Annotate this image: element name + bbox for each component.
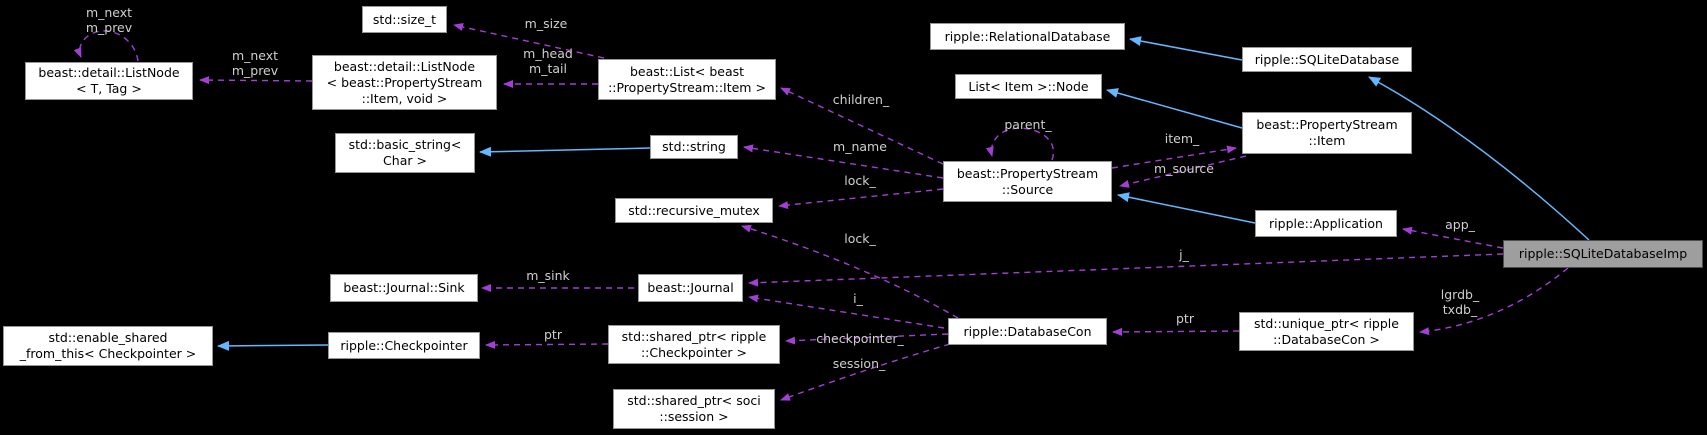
node-listnode-t-tag[interactable]: beast::detail::ListNode < T, Tag > — [25, 62, 193, 100]
edge-app — [1402, 226, 1504, 249]
node-list-item-node[interactable]: List< Item >::Node — [955, 74, 1102, 99]
edge-application-inherits — [1117, 192, 1256, 224]
edge-session — [780, 343, 951, 401]
node-databasecon[interactable]: ripple::DatabaseCon — [948, 318, 1107, 345]
edge-parent-self — [985, 127, 1055, 161]
edge-item-inherits — [1106, 88, 1243, 129]
edge-ptr-shared — [485, 340, 609, 349]
edge-imp-inherits — [1368, 76, 1590, 241]
node-property-stream-item[interactable]: beast::PropertyStream ::Item — [1242, 112, 1412, 154]
node-sqlite-database[interactable]: ripple::SQLiteDatabase — [1242, 47, 1412, 72]
edge-checkpointer — [785, 333, 949, 345]
node-property-stream-source[interactable]: beast::PropertyStream ::Source — [943, 161, 1112, 202]
edge-m-next-m-prev-self — [73, 30, 139, 62]
edge-m-source — [1119, 155, 1247, 188]
node-string[interactable]: std::string — [650, 135, 738, 159]
edge-m-size — [453, 23, 605, 59]
node-sqlite-database-imp[interactable]: ripple::SQLiteDatabaseImp — [1503, 240, 1703, 268]
node-recursive-mutex[interactable]: std::recursive_mutex — [615, 198, 773, 223]
node-list-item[interactable]: beast::List< beast ::PropertyStream::Ite… — [598, 59, 776, 100]
edge-checkpointer-inherits — [217, 340, 329, 351]
edge-lock-source — [778, 188, 944, 210]
edge-ptr-unique — [1112, 327, 1240, 336]
edge-m-next-m-prev — [199, 76, 313, 85]
node-checkpointer[interactable]: ripple::Checkpointer — [328, 332, 480, 359]
node-size-t[interactable]: std::size_t — [362, 6, 447, 33]
node-journal[interactable]: beast::Journal — [638, 274, 743, 302]
edge-j — [748, 253, 1504, 287]
edge-sqlitedb-inherits — [1129, 36, 1243, 61]
node-enable-shared-from-this[interactable]: std::enable_shared _from_this< Checkpoin… — [3, 326, 213, 366]
node-listnode-item-void[interactable]: beast::detail::ListNode < beast::Propert… — [312, 55, 497, 110]
edge-string-inherits — [479, 146, 651, 157]
edge-lock-databasecon — [741, 224, 959, 319]
node-journal-sink[interactable]: beast::Journal::Sink — [330, 274, 478, 302]
node-shared-ptr-checkpointer[interactable]: std::shared_ptr< ripple ::Checkpointer > — [608, 325, 780, 364]
edge-lgrdb-txdb — [1419, 267, 1569, 336]
edge-item — [1111, 145, 1237, 169]
node-application[interactable]: ripple::Application — [1255, 210, 1397, 237]
node-basic-string[interactable]: std::basic_string< Char > — [335, 133, 475, 173]
edge-m-name — [743, 144, 944, 179]
node-shared-ptr-session[interactable]: std::shared_ptr< soci ::session > — [613, 389, 775, 429]
edge-children — [780, 87, 944, 165]
edge-i — [748, 294, 945, 329]
node-relational-database[interactable]: ripple::RelationalDatabase — [930, 23, 1125, 50]
node-unique-ptr-databasecon[interactable]: std::unique_ptr< ripple ::DatabaseCon > — [1239, 312, 1414, 351]
